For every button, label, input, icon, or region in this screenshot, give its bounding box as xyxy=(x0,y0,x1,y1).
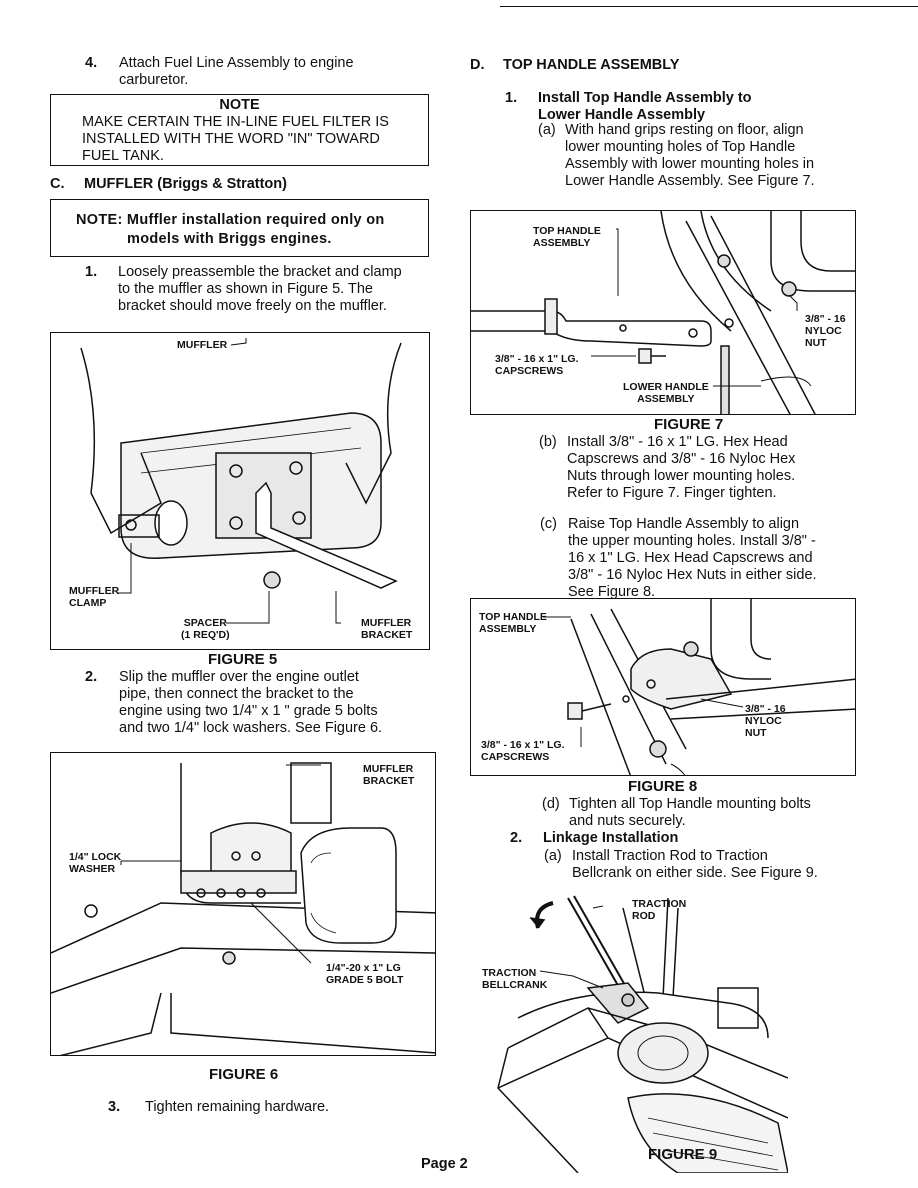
step-number: 2. xyxy=(85,669,98,685)
page-number: Page 2 xyxy=(421,1156,468,1172)
section-letter: C. xyxy=(50,176,65,192)
step-number: 1. xyxy=(505,90,518,106)
callout-label: LOWER HANDLE ASSEMBLY xyxy=(623,381,709,405)
figure-caption: FIGURE 6 xyxy=(209,1066,279,1083)
callout-label: 1/4" LOCK WASHER xyxy=(69,851,122,875)
callout-label: TRACTION BELLCRANK xyxy=(482,967,548,991)
substep-text: With hand grips resting on floor, align … xyxy=(565,122,815,189)
figure-7-drawing xyxy=(471,211,855,414)
figure-5-drawing xyxy=(80,338,402,624)
substep-text: Raise Top Handle Assembly to align the u… xyxy=(568,516,817,600)
note-body: MAKE CERTAIN THE IN-LINE FUEL FILTER IS … xyxy=(82,114,389,164)
substep-label: (c) xyxy=(540,516,557,532)
section-title: MUFFLER (Briggs & Stratton) xyxy=(84,176,287,192)
substep-text: Install 3/8" - 16 x 1" LG. Hex Head Caps… xyxy=(567,434,796,501)
substep-label: (b) xyxy=(539,434,557,450)
substep-label: (a) xyxy=(544,848,562,864)
section-title: TOP HANDLE ASSEMBLY xyxy=(503,57,680,73)
note-box: NOTE: Muffler installation required only… xyxy=(50,199,429,257)
note-box: NOTE MAKE CERTAIN THE IN-LINE FUEL FILTE… xyxy=(50,94,429,166)
callout-label: 3/8" - 16 x 1" LG. CAPSCREWS xyxy=(495,353,579,377)
callout-label: MUFFLER BRACKET xyxy=(361,617,413,641)
substep-label: (a) xyxy=(538,122,556,138)
note-title: NOTE xyxy=(219,97,260,113)
step-number: 4. xyxy=(85,55,98,71)
note-line: NOTE: Muffler installation required only… xyxy=(76,212,385,228)
callout-label: SPACER (1 REQ'D) xyxy=(181,617,230,641)
callout-label: MUFFLER xyxy=(177,339,228,351)
note-line: models with Briggs engines. xyxy=(127,231,332,247)
step-title: Lower Handle Assembly xyxy=(538,107,706,123)
figure-7-image: TOP HANDLE ASSEMBLY 3/8" - 16 NYLOC NUT … xyxy=(470,210,856,415)
callout-label: 3/8" - 16 x 1" LG. CAPSCREWS xyxy=(481,739,565,763)
callout-label: MUFFLER BRACKET xyxy=(363,763,415,787)
step-text: Loosely preassemble the bracket and clam… xyxy=(118,264,402,314)
callout-label: TOP HANDLE ASSEMBLY xyxy=(533,225,601,249)
step-text: Tighten remaining hardware. xyxy=(145,1099,330,1115)
substep-text: Install Traction Rod to Traction Bellcra… xyxy=(572,848,818,881)
figure-8-image: TOP HANDLE ASSEMBLY 3/8" - 16 NYLOC NUT … xyxy=(470,598,856,776)
callout-label: 3/8" - 16 NYLOC NUT xyxy=(745,703,786,739)
step-title: Linkage Installation xyxy=(543,830,679,846)
callout-label: TRACTION ROD xyxy=(632,898,687,922)
figure-9-drawing xyxy=(497,895,788,1173)
figure-6-drawing xyxy=(51,762,435,1055)
substep-label: (d) xyxy=(542,796,560,812)
step-number: 2. xyxy=(510,830,523,846)
section-letter: D. xyxy=(470,57,485,73)
callout-label: 1/4"-20 x 1" LG GRADE 5 BOLT xyxy=(326,962,404,986)
figure-caption: FIGURE 7 xyxy=(654,416,724,433)
figure-8-drawing xyxy=(543,599,855,775)
step-text: Attach Fuel Line Assembly to engine carb… xyxy=(119,55,354,88)
step-number: 3. xyxy=(108,1099,121,1115)
callout-label: MUFFLER CLAMP xyxy=(69,585,120,609)
step-title: Install Top Handle Assembly to xyxy=(538,90,752,106)
step-number: 1. xyxy=(85,264,98,280)
callout-label: 3/8" - 16 NYLOC NUT xyxy=(805,313,846,349)
callout-label: TOP HANDLE ASSEMBLY xyxy=(479,611,547,635)
figure-6-image: MUFFLER BRACKET 1/4" LOCK WASHER 1/4"-20… xyxy=(50,752,436,1056)
figure-5-image: MUFFLER MUFFLER CLAMP SPACER (1 REQ'D) M… xyxy=(50,332,430,650)
step-text: Slip the muffler over the engine outlet … xyxy=(119,669,383,736)
figure-caption: FIGURE 5 xyxy=(208,651,278,668)
figure-9-image: TRACTION ROD TRACTION BELLCRANK xyxy=(478,888,788,1173)
substep-text: Tighten all Top Handle mounting bolts an… xyxy=(569,796,811,829)
top-rule xyxy=(500,6,918,7)
figure-caption: FIGURE 9 xyxy=(648,1146,718,1163)
figure-caption: FIGURE 8 xyxy=(628,778,698,795)
